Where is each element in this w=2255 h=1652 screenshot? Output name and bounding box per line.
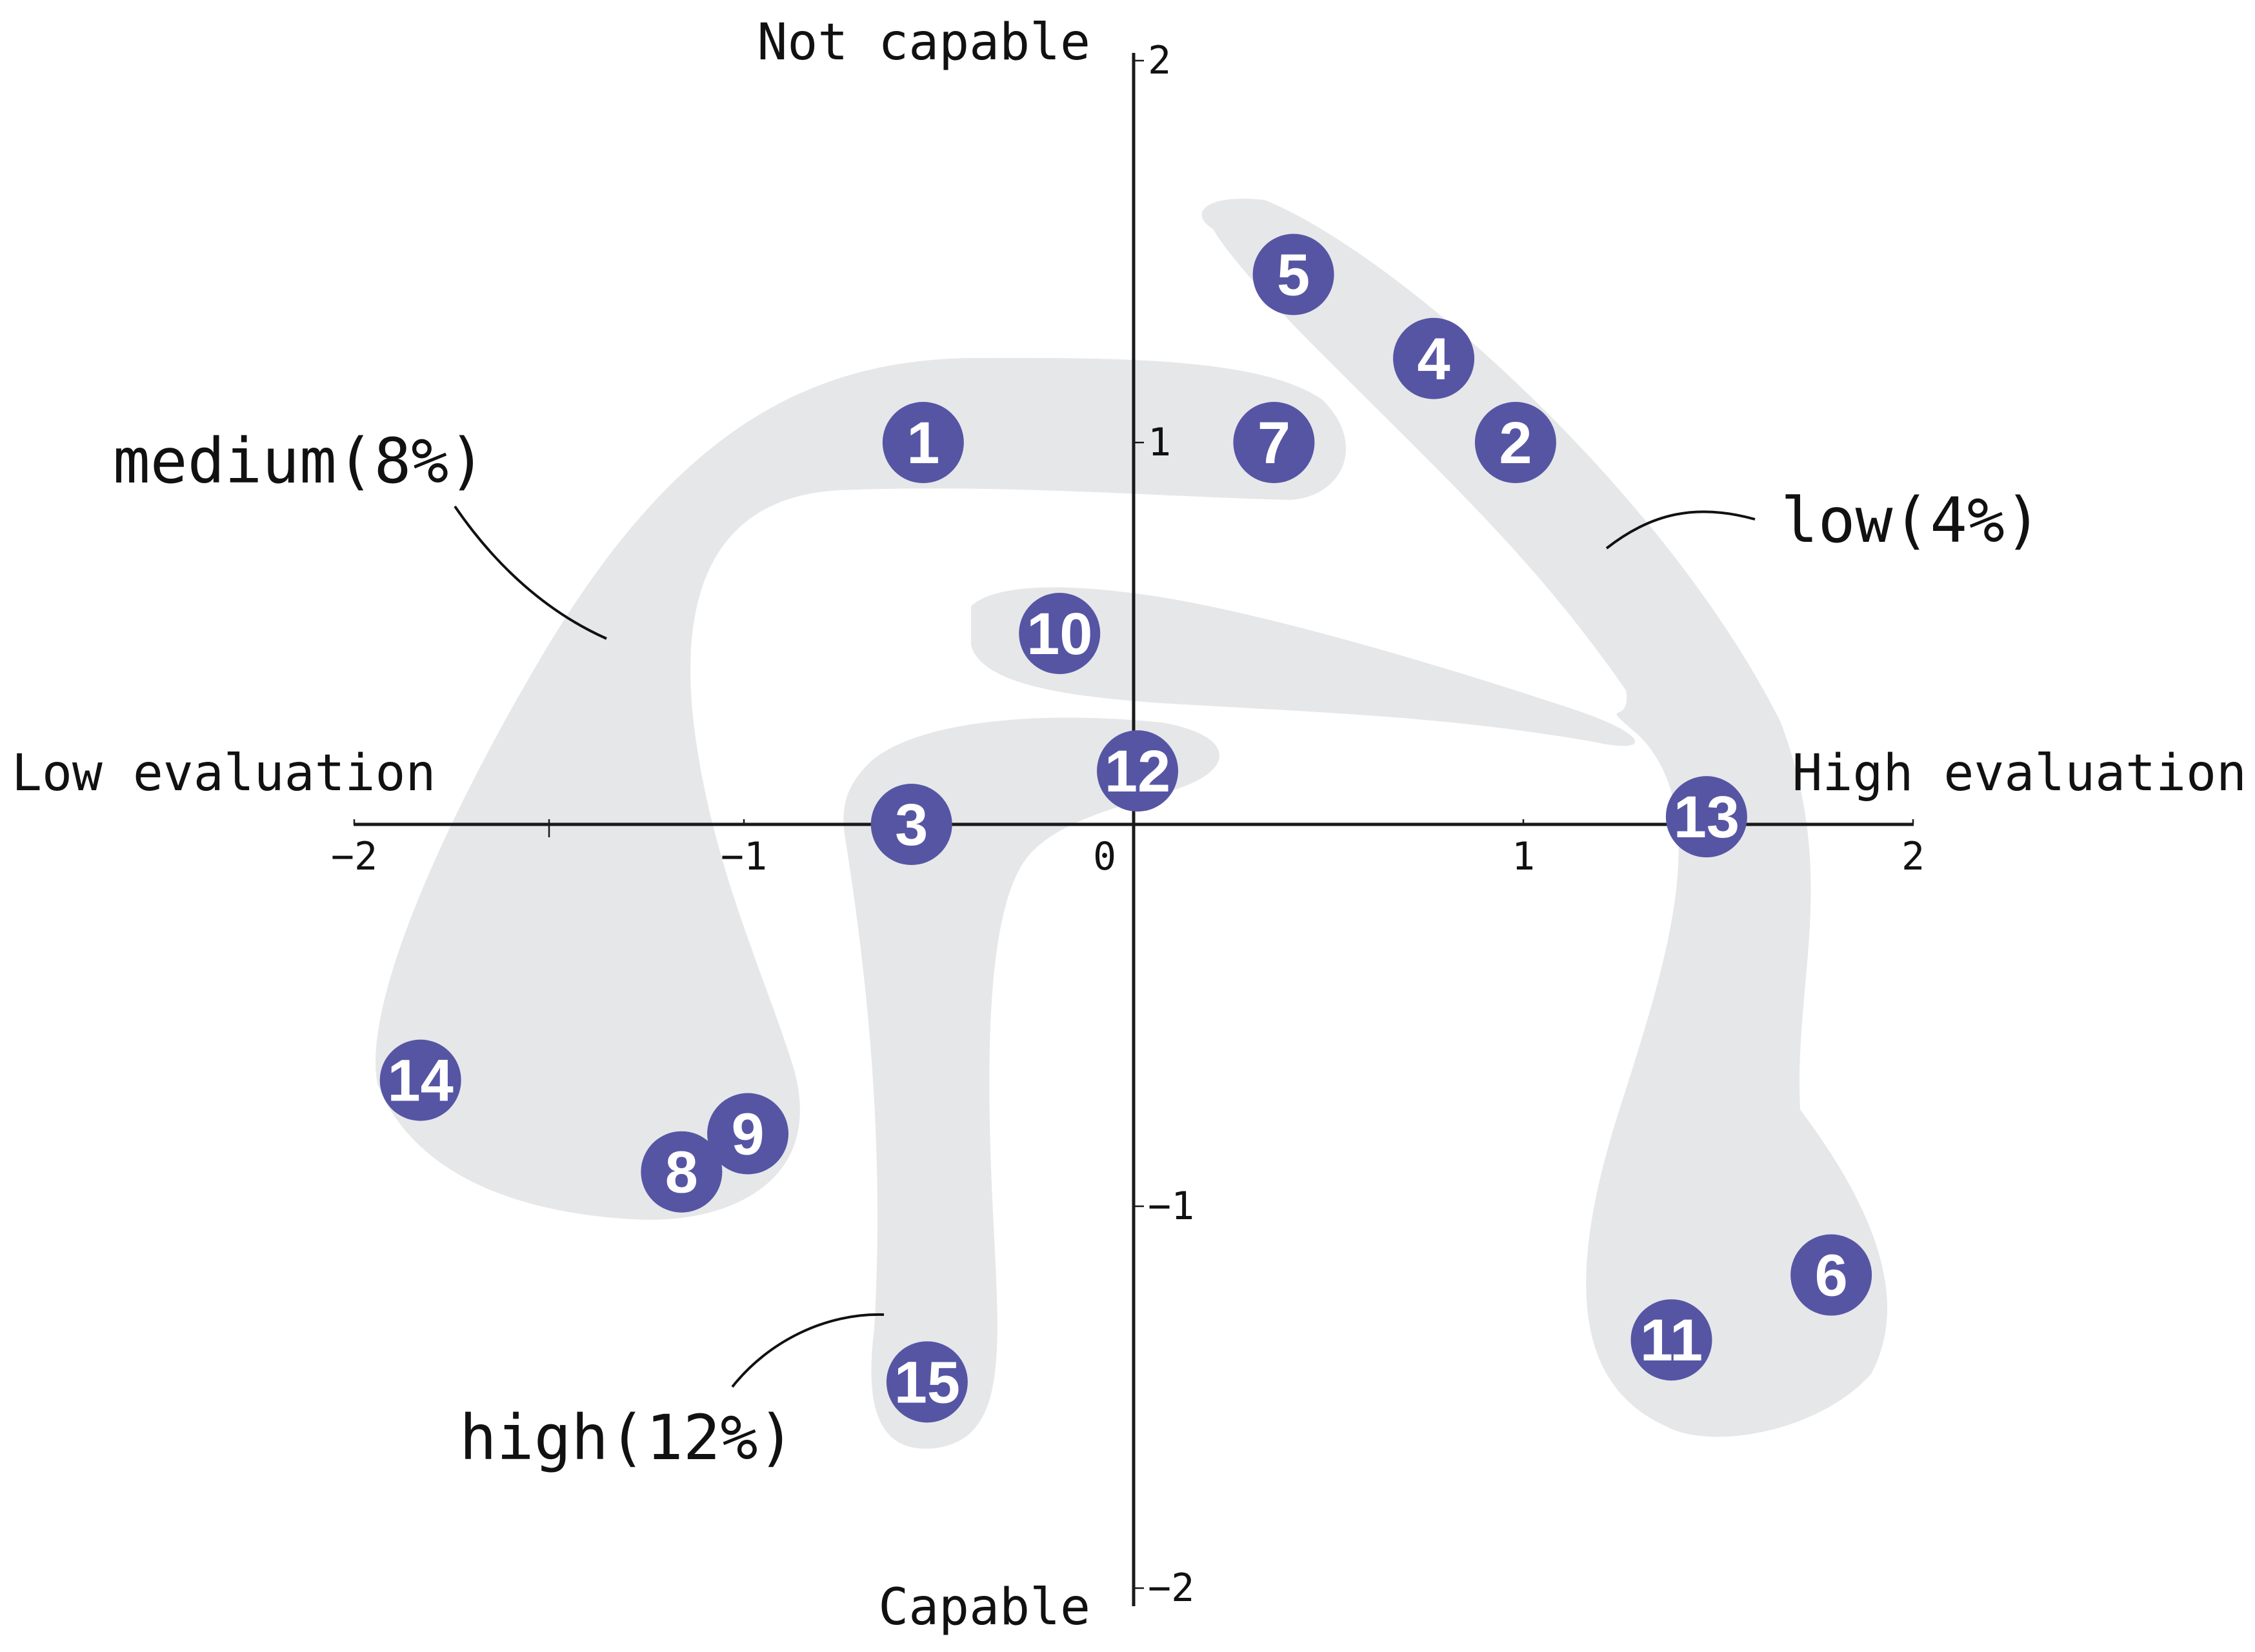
leader-high <box>731 1313 885 1388</box>
data-point-label: 5 <box>1277 243 1310 308</box>
data-point-5: 5 <box>1252 234 1334 315</box>
data-point-11: 11 <box>1630 1299 1712 1381</box>
x-tick-label: −1 <box>721 834 767 879</box>
data-point-8: 8 <box>641 1131 723 1213</box>
data-point-marker <box>1233 402 1315 483</box>
y-tick-label: 1 <box>1148 420 1171 465</box>
data-point-3: 3 <box>870 784 952 865</box>
region-high <box>843 587 1636 1449</box>
data-point-10: 10 <box>1019 593 1101 674</box>
data-point-label: 4 <box>1417 326 1450 392</box>
data-point-marker <box>1019 593 1101 674</box>
y-tick-label: 2 <box>1148 38 1171 83</box>
axis-label-low-evaluation: Low evaluation <box>12 744 436 802</box>
axis-label-not-capable: Not capable <box>757 14 1090 72</box>
data-point-marker <box>379 1039 461 1121</box>
data-point-label: 9 <box>731 1102 764 1168</box>
group-regions <box>376 199 1887 1449</box>
x-tick-label: 2 <box>1901 834 1925 879</box>
data-point-label: 2 <box>1499 410 1532 476</box>
leader-low <box>1605 510 1756 550</box>
data-point-marker <box>1630 1299 1712 1381</box>
data-point-marker <box>1393 317 1475 399</box>
region-medium <box>376 357 1347 1220</box>
data-point-13: 13 <box>1665 776 1747 858</box>
data-point-marker <box>1474 402 1556 483</box>
data-point-marker <box>1790 1234 1872 1316</box>
y-tick-label: −2 <box>1148 1566 1194 1611</box>
data-point-marker <box>641 1131 723 1213</box>
x-tick-label: −2 <box>331 834 377 879</box>
data-point-1: 1 <box>882 402 964 483</box>
data-point-label: 3 <box>895 792 928 858</box>
data-point-label: 7 <box>1258 410 1290 476</box>
region-low <box>1201 199 1887 1437</box>
data-point-label: 15 <box>894 1349 960 1415</box>
data-point-marker <box>870 784 952 865</box>
data-point-marker <box>1252 234 1334 315</box>
group-label-medium: medium(8%) <box>113 425 486 497</box>
data-point-label: 11 <box>1640 1308 1703 1373</box>
data-point-label: 1 <box>907 410 939 476</box>
leader-medium <box>454 505 607 640</box>
axis-label-capable: Capable <box>878 1578 1090 1637</box>
data-point-14: 14 <box>379 1039 461 1121</box>
x-tick-label: 0 <box>1093 834 1116 879</box>
group-label-low: low(4%) <box>1781 484 2042 557</box>
data-point-9: 9 <box>707 1093 789 1175</box>
data-point-4: 4 <box>1393 317 1475 399</box>
data-point-label: 8 <box>665 1140 698 1206</box>
data-point-label: 12 <box>1105 739 1170 804</box>
data-point-marker <box>1665 776 1747 858</box>
group-label-high: high(12%) <box>459 1402 795 1474</box>
y-tick-label: −1 <box>1148 1184 1194 1229</box>
data-point-12: 12 <box>1097 730 1179 812</box>
data-point-label: 6 <box>1815 1243 1848 1309</box>
data-point-label: 13 <box>1674 784 1739 850</box>
data-point-2: 2 <box>1474 402 1556 483</box>
axis-label-high-evaluation: High evaluation <box>1792 744 2247 802</box>
data-point-6: 6 <box>1790 1234 1872 1316</box>
data-point-marker <box>707 1093 789 1175</box>
data-point-7: 7 <box>1233 402 1315 483</box>
data-point-label: 10 <box>1027 601 1092 667</box>
x-tick-label: 1 <box>1512 834 1535 879</box>
data-point-15: 15 <box>886 1341 968 1423</box>
data-point-marker <box>886 1341 968 1423</box>
data-point-label: 14 <box>388 1048 454 1114</box>
data-point-marker <box>882 402 964 483</box>
data-point-marker <box>1097 730 1179 812</box>
